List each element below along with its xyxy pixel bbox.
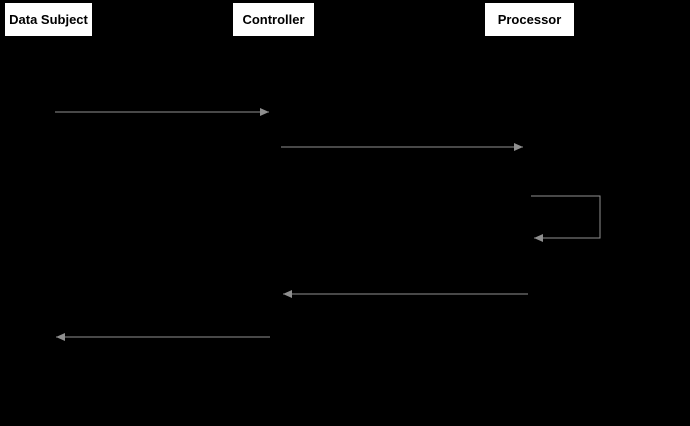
participant-label: Data Subject [9, 12, 88, 27]
participant-label: Processor [497, 12, 562, 27]
participant-controller: Controller [233, 3, 314, 36]
participant-processor: Processor [485, 3, 574, 36]
message-self-loop [531, 195, 601, 242]
participant-data-subject: Data Subject [5, 3, 92, 36]
participant-label: Controller [242, 12, 305, 27]
